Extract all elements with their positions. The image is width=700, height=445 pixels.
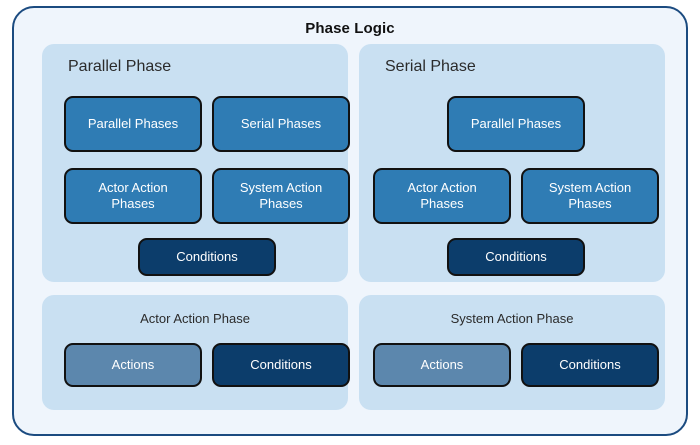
node-serial-phase-parallel-phases[interactable]: Parallel Phases [447,96,585,152]
node-parallel-phase-parallel-phases[interactable]: Parallel Phases [64,96,202,152]
diagram-title: Phase Logic [305,20,395,37]
node-system-action-phase-conditions[interactable]: Conditions [521,343,659,387]
panel-serial-phase: Serial Phase Parallel Phases Actor Actio… [359,44,665,282]
node-parallel-phase-conditions[interactable]: Conditions [138,238,276,276]
node-serial-phase-actor-action-phases[interactable]: Actor Action Phases [373,168,511,224]
node-parallel-phase-serial-phases[interactable]: Serial Phases [212,96,350,152]
phase-logic-container: Phase Logic Parallel Phase Parallel Phas… [12,6,688,436]
node-actor-action-phase-actions[interactable]: Actions [64,343,202,387]
node-serial-phase-conditions[interactable]: Conditions [447,238,585,276]
node-parallel-phase-actor-action-phases[interactable]: Actor Action Phases [64,168,202,224]
panel-title-actor-action-phase: Actor Action Phase [140,311,250,326]
panel-system-action-phase: System Action Phase Actions Conditions [359,295,665,410]
node-serial-phase-system-action-phases[interactable]: System Action Phases [521,168,659,224]
panel-title-serial-phase: Serial Phase [385,58,476,75]
node-system-action-phase-actions[interactable]: Actions [373,343,511,387]
panel-actor-action-phase: Actor Action Phase Actions Conditions [42,295,350,410]
panel-title-system-action-phase: System Action Phase [450,311,574,326]
panel-title-parallel-phase: Parallel Phase [68,58,172,75]
node-actor-action-phase-conditions[interactable]: Conditions [212,343,350,387]
panel-parallel-phase: Parallel Phase Parallel Phases Serial Ph… [42,44,350,282]
node-parallel-phase-system-action-phases[interactable]: System Action Phases [212,168,350,224]
